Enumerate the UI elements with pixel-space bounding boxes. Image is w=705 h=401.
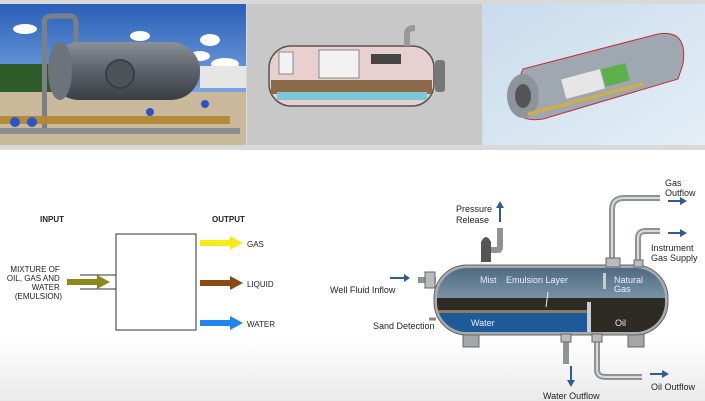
natural-gas-label: Natural Gas: [614, 275, 646, 294]
water-outflow-label: Water Outflow: [543, 391, 600, 401]
separator-photo: [0, 4, 246, 145]
separator-3d-cutaway: [483, 4, 705, 145]
mist-label: Mist: [480, 275, 497, 285]
gas-outflow-label: Gas Outflow: [665, 178, 696, 198]
relief-valve-icon: [481, 237, 491, 262]
instrument-gas-supply-label: Instrument Gas Supply: [651, 243, 698, 263]
pressure-release-label: Pressure Release: [456, 204, 495, 225]
sand-detection-label: Sand Detection: [373, 321, 435, 331]
separator-cutaway-image: [247, 4, 482, 145]
separator-cutaway-drawing: [247, 4, 482, 145]
well-fluid-inflow-label: Well Fluid Inflow: [330, 285, 396, 295]
water-zone-label: Water: [471, 318, 495, 328]
oil-zone-label: Oil: [615, 318, 626, 328]
oil-outflow-label: Oil Outflow: [651, 382, 696, 392]
photo-strip: [0, 0, 705, 150]
water-layer: [437, 313, 587, 332]
separator-3d-image: [483, 4, 705, 145]
emulsion-layer-label: Emulsion Layer: [506, 275, 568, 285]
separator-photo-image: [0, 4, 246, 145]
